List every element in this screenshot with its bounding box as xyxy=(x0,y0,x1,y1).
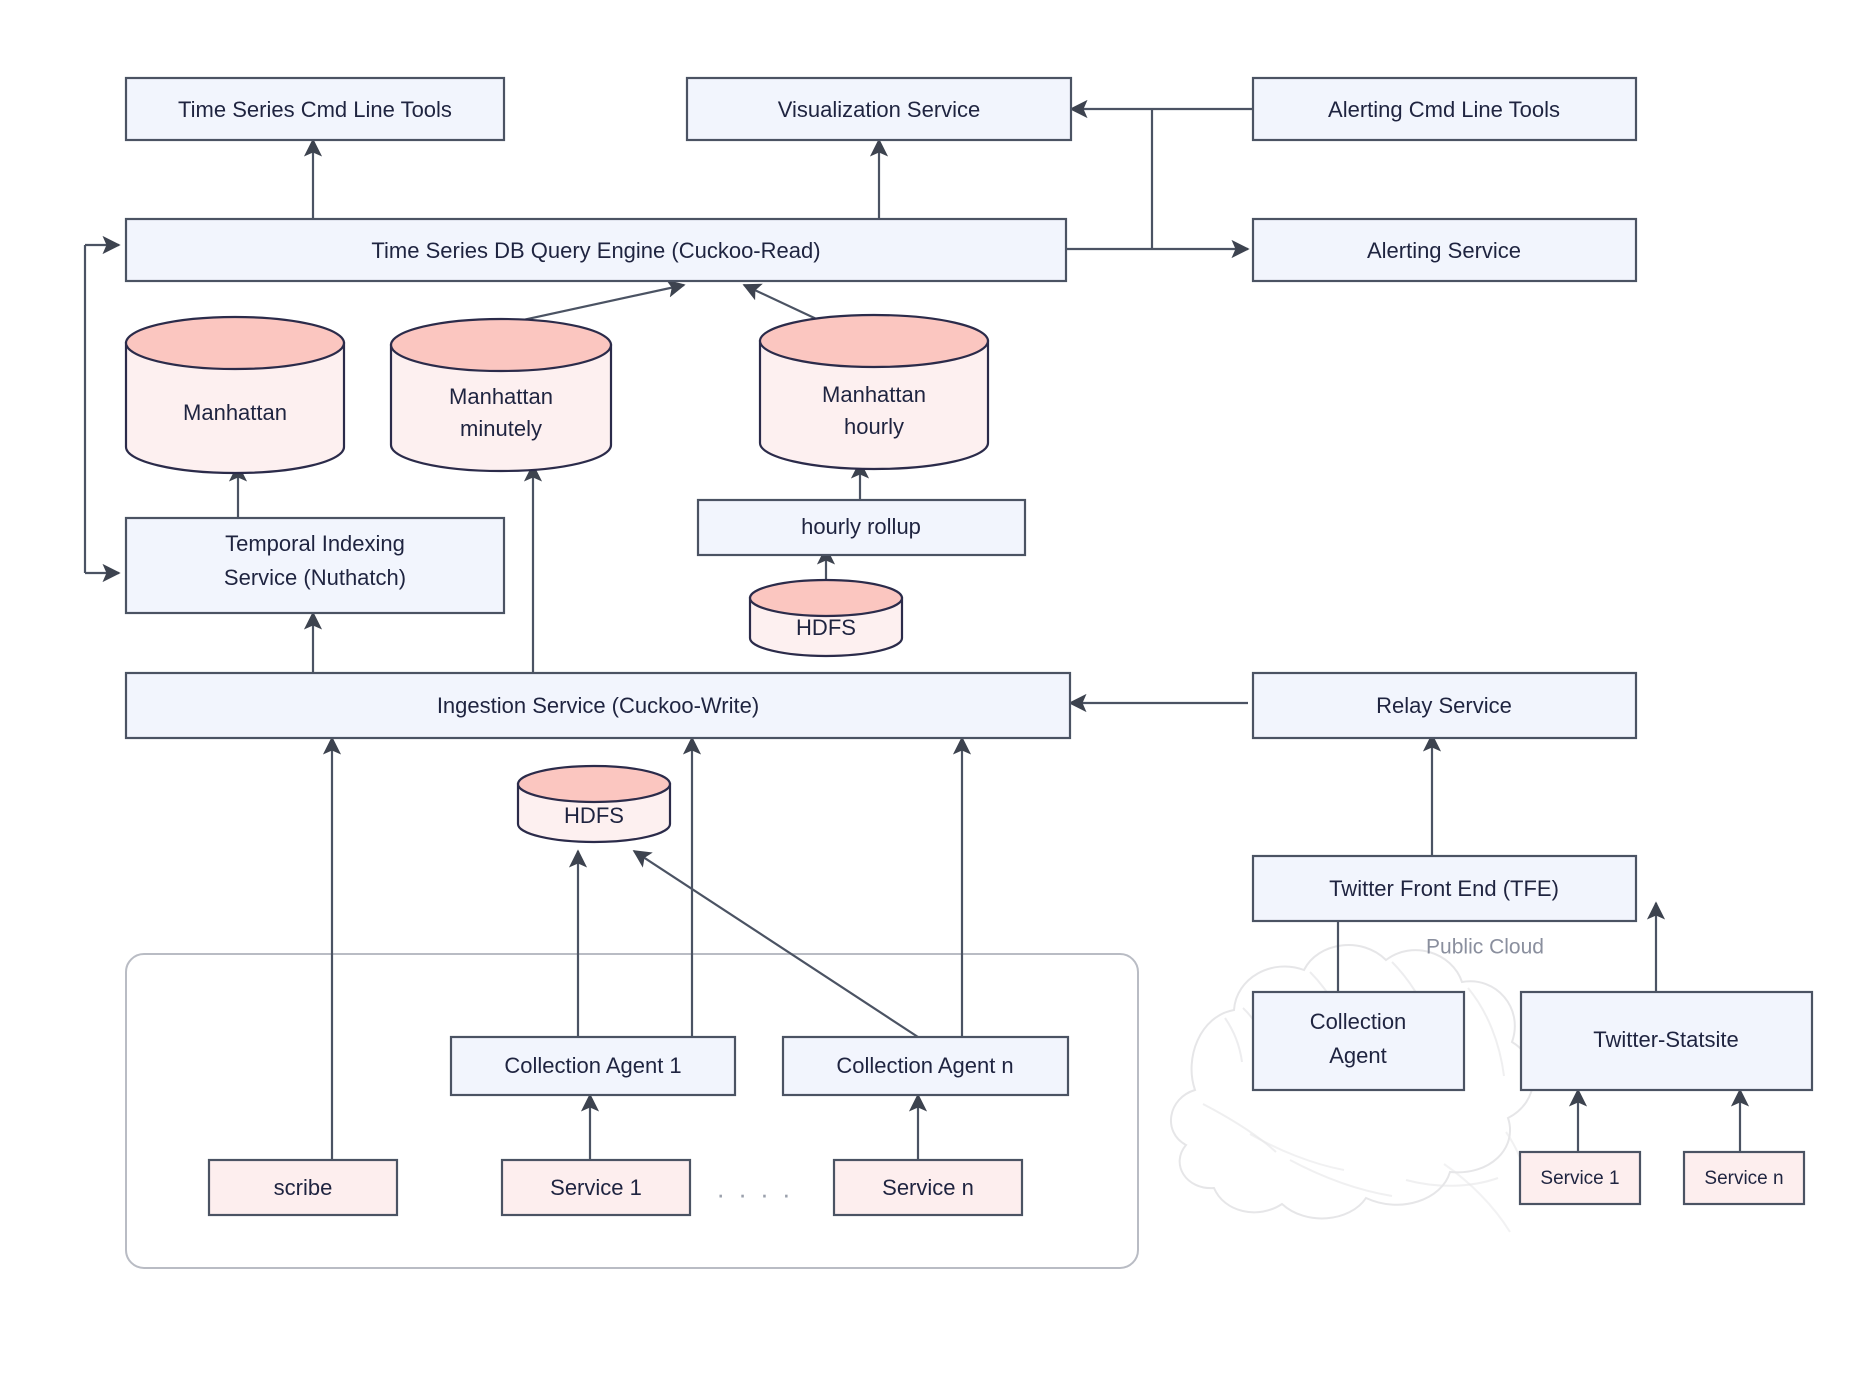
hdfs-lower-label: HDFS xyxy=(564,803,624,828)
manhattan-hourly-label-line1: Manhattan xyxy=(822,382,926,407)
time-series-cmd-line-tools-label: Time Series Cmd Line Tools xyxy=(178,97,452,122)
edge-minutely-to-query xyxy=(499,279,686,327)
node-collection-agent-1[interactable]: Collection Agent 1 xyxy=(449,1035,737,1097)
node-query-engine[interactable]: Time Series DB Query Engine (Cuckoo-Read… xyxy=(124,217,1068,283)
manhattan-label: Manhattan xyxy=(183,400,287,425)
node-cloud-collection-agent[interactable]: Collection Agent xyxy=(1251,990,1466,1092)
relay-service-label: Relay Service xyxy=(1376,693,1512,718)
services-ellipsis: · · · · xyxy=(716,1179,793,1209)
node-twitter-front-end[interactable]: Twitter Front End (TFE) xyxy=(1251,854,1638,923)
node-alerting-cmd-line-tools[interactable]: Alerting Cmd Line Tools xyxy=(1251,76,1638,142)
public-cloud-label: Public Cloud xyxy=(1426,936,1544,959)
edge-agentn-to-hdfs xyxy=(632,850,919,1038)
node-collection-agent-n[interactable]: Collection Agent n xyxy=(781,1035,1070,1097)
cloud-collection-agent-label-line2: Agent xyxy=(1329,1043,1387,1068)
on-prem-group-container xyxy=(125,953,1139,1269)
temporal-indexing-label-line1: Temporal Indexing xyxy=(225,531,405,556)
collection-agent-1-label: Collection Agent 1 xyxy=(504,1053,681,1078)
ingestion-service-label: Ingestion Service (Cuckoo-Write) xyxy=(437,693,759,718)
cloud-collection-agent-label-line1: Collection xyxy=(1310,1009,1407,1034)
node-manhattan-hourly-datastore[interactable]: Manhattan hourly xyxy=(758,313,990,471)
query-engine-label: Time Series DB Query Engine (Cuckoo-Read… xyxy=(371,238,820,263)
hdfs-upper-label: HDFS xyxy=(796,615,856,640)
node-twitter-statsite[interactable]: Twitter-Statsite xyxy=(1519,990,1814,1092)
manhattan-hourly-label-line2: hourly xyxy=(844,414,904,439)
node-temporal-indexing-service[interactable]: Temporal Indexing Service (Nuthatch) xyxy=(124,516,506,615)
alerting-cmd-line-tools-label: Alerting Cmd Line Tools xyxy=(1328,97,1560,122)
manhattan-minutely-label-line1: Manhattan xyxy=(449,384,553,409)
twitter-front-end-label: Twitter Front End (TFE) xyxy=(1329,876,1559,901)
service-n-label: Service n xyxy=(882,1175,974,1200)
temporal-indexing-label-line2: Service (Nuthatch) xyxy=(224,565,406,590)
cloud-service-1-label: Service 1 xyxy=(1540,1168,1619,1189)
node-ingestion-service[interactable]: Ingestion Service (Cuckoo-Write) xyxy=(124,671,1072,740)
node-manhattan-minutely-datastore[interactable]: Manhattan minutely xyxy=(389,317,613,473)
node-hdfs-upper-datastore[interactable]: HDFS xyxy=(748,578,904,658)
cloud-service-n-label: Service n xyxy=(1704,1168,1783,1189)
node-cloud-service-n[interactable]: Service n xyxy=(1682,1150,1806,1206)
manhattan-minutely-label-line2: minutely xyxy=(460,416,542,441)
node-service-1[interactable]: Service 1 xyxy=(500,1158,692,1217)
hourly-rollup-label: hourly rollup xyxy=(801,514,921,539)
node-scribe[interactable]: scribe xyxy=(207,1158,399,1217)
node-cloud-service-1[interactable]: Service 1 xyxy=(1518,1150,1642,1206)
node-visualization-service[interactable]: Visualization Service xyxy=(685,76,1073,142)
scribe-label: scribe xyxy=(274,1175,333,1200)
service-1-label: Service 1 xyxy=(550,1175,642,1200)
node-time-series-cmd-line-tools[interactable]: Time Series Cmd Line Tools xyxy=(124,76,506,142)
collection-agent-n-label: Collection Agent n xyxy=(836,1053,1013,1078)
twitter-statsite-label: Twitter-Statsite xyxy=(1593,1027,1738,1052)
node-alerting-service[interactable]: Alerting Service xyxy=(1251,217,1638,283)
visualization-service-label: Visualization Service xyxy=(778,97,981,122)
node-hourly-rollup[interactable]: hourly rollup xyxy=(696,498,1027,557)
alerting-service-label: Alerting Service xyxy=(1367,238,1521,263)
node-hdfs-lower-datastore[interactable]: HDFS xyxy=(516,764,672,844)
node-relay-service[interactable]: Relay Service xyxy=(1251,671,1638,740)
node-service-n[interactable]: Service n xyxy=(832,1158,1024,1217)
node-manhattan-datastore[interactable]: Manhattan xyxy=(124,315,346,475)
